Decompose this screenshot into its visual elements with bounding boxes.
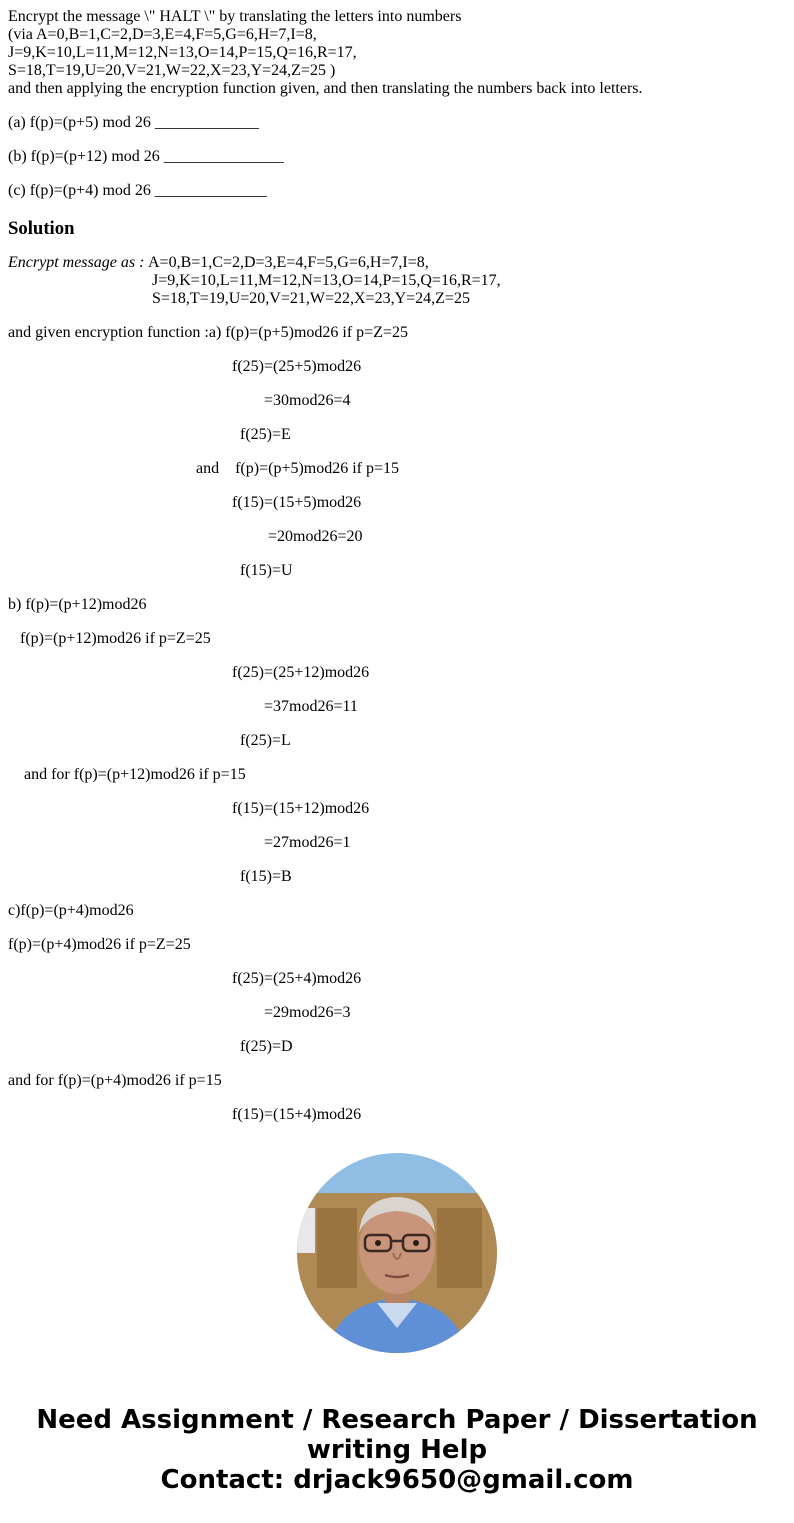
footer-banner: Need Assignment / Research Paper / Disse… (0, 1405, 794, 1495)
footer-line-1: Need Assignment / Research Paper / Disse… (36, 1405, 758, 1435)
step: f(15)=(15+12)mod26 (232, 800, 370, 817)
step: f(25)=L (240, 732, 291, 749)
step: b) f(p)=(p+12)mod26 (8, 596, 147, 613)
step: =27mod26=1 (264, 834, 351, 851)
solution-heading: Solution (8, 218, 75, 239)
step: f(25)=(25+5)mod26 (232, 358, 362, 375)
step: f(p)=(p+12)mod26 if p=Z=25 (20, 630, 211, 647)
step: f(25)=(25+12)mod26 (232, 664, 370, 681)
step: f(15)=B (240, 868, 292, 885)
solution-map-1: A=0,B=1,C=2,D=3,E=4,F=5,G=6,H=7,I=8, (148, 254, 429, 271)
step: f(15)=(15+5)mod26 (232, 494, 362, 511)
step: and for f(p)=(p+12)mod26 if p=15 (24, 766, 246, 783)
part-c: (c) f(p)=(p+4) mod 26 ______________ (8, 182, 267, 199)
question-intro: Encrypt the message \" HALT \" by transl… (8, 8, 462, 25)
mapping-line-3: S=18,T=19,U=20,V=21,W=22,X=23,Y=24,Z=25 … (8, 62, 336, 79)
mapping-line-2: J=9,K=10,L=11,M=12,N=13,O=14,P=15,Q=16,R… (8, 44, 357, 61)
solution-steps: and given encryption function :a) f(p)=(… (8, 324, 788, 1123)
step: and f(p)=(p+5)mod26 if p=15 (196, 460, 400, 477)
step: =20mod26=20 (268, 528, 363, 545)
footer-contact: Contact: drjack9650@gmail.com (160, 1465, 634, 1495)
document-content: Encrypt the message \" HALT \" by transl… (8, 8, 788, 1123)
step: and for f(p)=(p+4)mod26 if p=15 (8, 1072, 222, 1089)
encrypt-label: Encrypt message as : (8, 254, 149, 271)
question-outro: and then applying the encryption functio… (8, 80, 643, 97)
part-a: (a) f(p)=(p+5) mod 26 _____________ (8, 114, 259, 131)
avatar (297, 1153, 497, 1353)
step: f(25)=(25+4)mod26 (232, 970, 362, 987)
part-b: (b) f(p)=(p+12) mod 26 _______________ (8, 148, 284, 165)
solution-map-3: S=18,T=19,U=20,V=21,W=22,X=23,Y=24,Z=25 (152, 290, 470, 307)
step: =29mod26=3 (264, 1004, 351, 1021)
step: f(25)=D (240, 1038, 293, 1055)
step: =37mod26=11 (264, 698, 358, 715)
step: f(15)=(15+4)mod26 (232, 1106, 362, 1123)
step: and given encryption function :a) f(p)=(… (8, 324, 408, 341)
step: =30mod26=4 (264, 392, 351, 409)
mapping-line-1: (via A=0,B=1,C=2,D=3,E=4,F=5,G=6,H=7,I=8… (8, 26, 317, 43)
solution-mapping: Encrypt message as : A=0,B=1,C=2,D=3,E=4… (8, 254, 788, 308)
step: f(25)=E (240, 426, 291, 443)
step: f(15)=U (240, 562, 293, 579)
footer-line-2: writing Help (306, 1435, 488, 1465)
solution-map-2: J=9,K=10,L=11,M=12,N=13,O=14,P=15,Q=16,R… (152, 272, 501, 289)
step: c)f(p)=(p+4)mod26 (8, 902, 134, 919)
author-photo (297, 1153, 497, 1353)
step: f(p)=(p+4)mod26 if p=Z=25 (8, 936, 191, 953)
